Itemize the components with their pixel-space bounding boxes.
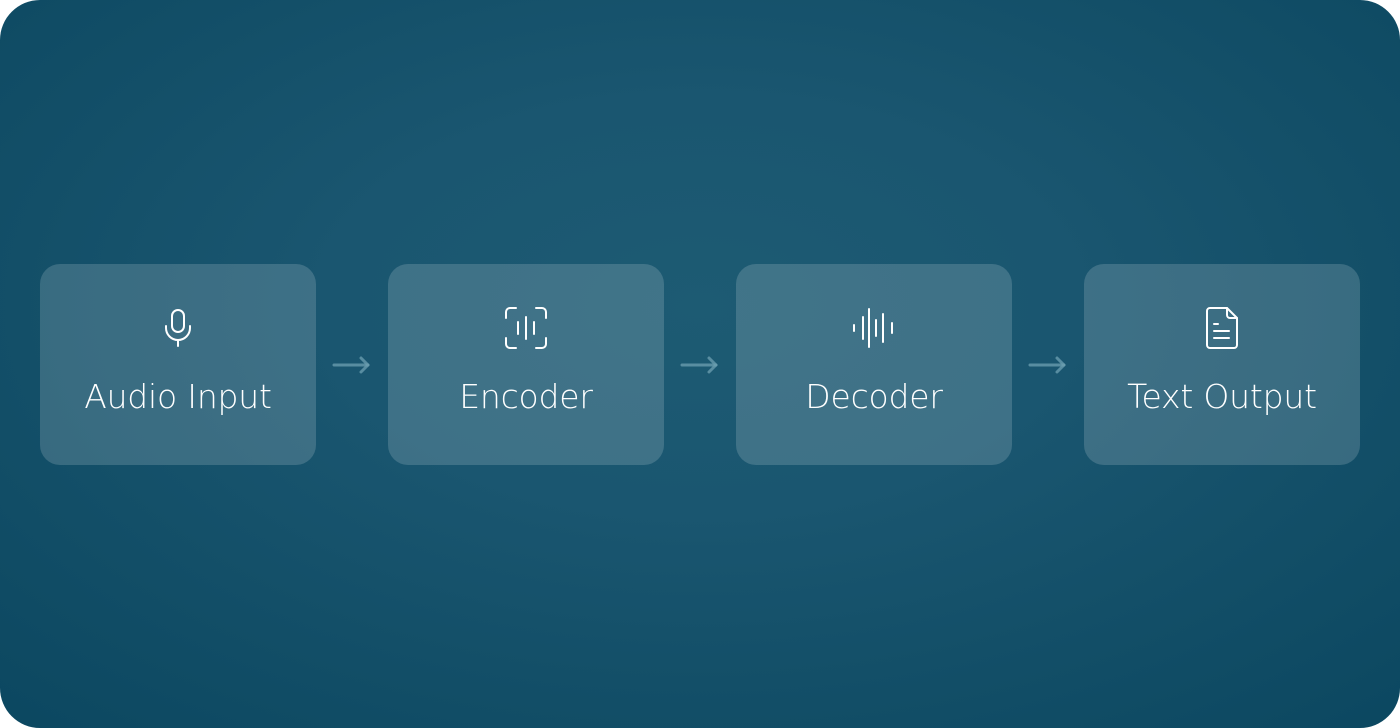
stage-encoder: Encoder bbox=[388, 264, 664, 465]
audio-waveform-icon bbox=[850, 304, 898, 352]
connector-arrow bbox=[1012, 264, 1084, 465]
stage-audio-input: Audio Input bbox=[40, 264, 316, 465]
arrow-right-icon bbox=[1028, 356, 1066, 373]
stage-decoder: Decoder bbox=[736, 264, 1012, 465]
arrow-right-icon bbox=[680, 356, 718, 373]
stage-label: Audio Input bbox=[84, 377, 272, 416]
stage-text-output: Text Output bbox=[1084, 264, 1360, 465]
pipeline-flow: Audio Input Encoder bbox=[40, 264, 1360, 465]
microphone-icon bbox=[154, 304, 202, 352]
document-text-icon bbox=[1198, 304, 1246, 352]
stage-label: Text Output bbox=[1127, 377, 1317, 416]
arrow-right-icon bbox=[332, 356, 370, 373]
stage-label: Decoder bbox=[805, 377, 943, 416]
connector-arrow bbox=[664, 264, 736, 465]
scan-bars-icon bbox=[502, 304, 550, 352]
stage-label: Encoder bbox=[459, 377, 593, 416]
connector-arrow bbox=[316, 264, 388, 465]
